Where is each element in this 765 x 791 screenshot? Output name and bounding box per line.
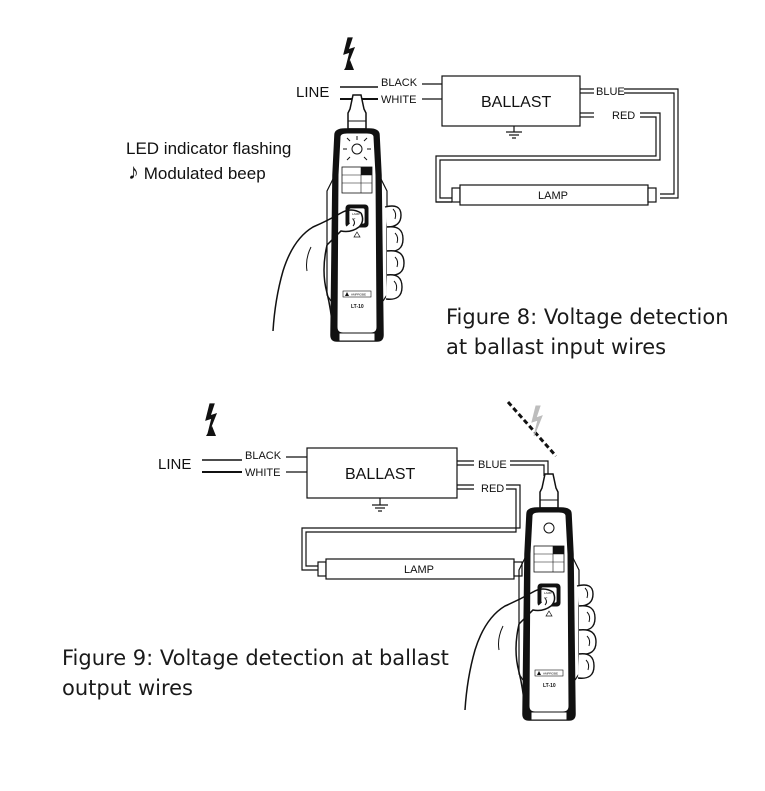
- fig9-blue-label: BLUE: [478, 459, 507, 471]
- figure-8-caption-line-2: at ballast input wires: [446, 335, 667, 359]
- fig9-lamp-label: LAMP: [404, 564, 434, 576]
- led-indicator-text: LED indicator flashing: [126, 139, 292, 158]
- figure-8-diagram: LINE BLACK WHITE BALLAST BLUE RED: [272, 37, 679, 342]
- fig8-ballast-box: [441, 75, 581, 127]
- lightning-arrow-icon: [206, 426, 216, 436]
- fig9-white-label: WHITE: [245, 467, 280, 479]
- fig8-lamp-tester: LAMP TEST AMPROBE LT-10: [272, 94, 405, 342]
- fig8-led-flash-icon: [343, 136, 371, 161]
- fig8-model-text: LT-10: [351, 304, 364, 310]
- figure-9-caption-line-1: Figure 9: Voltage detection at ballast: [62, 646, 449, 670]
- music-note-icon: ♪: [128, 159, 139, 184]
- fig8-white-label: WHITE: [381, 94, 416, 106]
- no-signal-dashed-line: [506, 401, 558, 457]
- figure-8-caption: Figure 8: Voltage detection at ballast i…: [446, 302, 729, 362]
- fig8-blue-label: BLUE: [596, 86, 625, 98]
- fig9-lamp-tester: LAMP TEST AMPROBE LT-10: [464, 473, 597, 721]
- fig8-ballast-label: BALLAST: [481, 94, 551, 111]
- fig9-line-label: LINE: [158, 456, 191, 473]
- fig9-ground-icon: [372, 498, 388, 512]
- fig9-brand-text: AMPROBE: [543, 672, 558, 676]
- figure-9-caption-line-2: output wires: [62, 676, 193, 700]
- grey-lightning-bolt-icon: [531, 405, 543, 437]
- fig8-line-label: LINE: [296, 84, 329, 101]
- fig8-led-note: LED indicator flashing: [126, 138, 291, 160]
- fig9-red-label: RED: [481, 483, 504, 495]
- fig9-ballast-label: BALLAST: [345, 466, 415, 483]
- fig8-black-label: BLACK: [381, 77, 418, 89]
- fig8-beep-note: ♪ Modulated beep: [128, 161, 266, 185]
- modulated-beep-text: Modulated beep: [143, 164, 266, 183]
- fig8-brand-text: AMPROBE: [351, 293, 366, 297]
- figure-9-caption: Figure 9: Voltage detection at ballast o…: [62, 643, 449, 703]
- fig8-lamp-label: LAMP: [538, 190, 568, 202]
- fig8-red-label: RED: [612, 110, 635, 122]
- figure-8-caption-line-1: Figure 8: Voltage detection: [446, 305, 729, 329]
- fig8-ground-icon: [506, 126, 522, 139]
- fig8-button-text-1: LAMP: [352, 212, 360, 216]
- lightning-arrow-icon: [344, 60, 354, 70]
- fig9-model-text: LT-10: [543, 683, 556, 689]
- fig9-button-text-1: LAMP: [544, 591, 552, 595]
- fig9-ballast-box: [306, 447, 458, 499]
- figure-9-diagram: LINE BLACK WHITE BALLAST BLUE RED LAMP: [158, 401, 597, 721]
- fig9-black-label: BLACK: [245, 450, 282, 462]
